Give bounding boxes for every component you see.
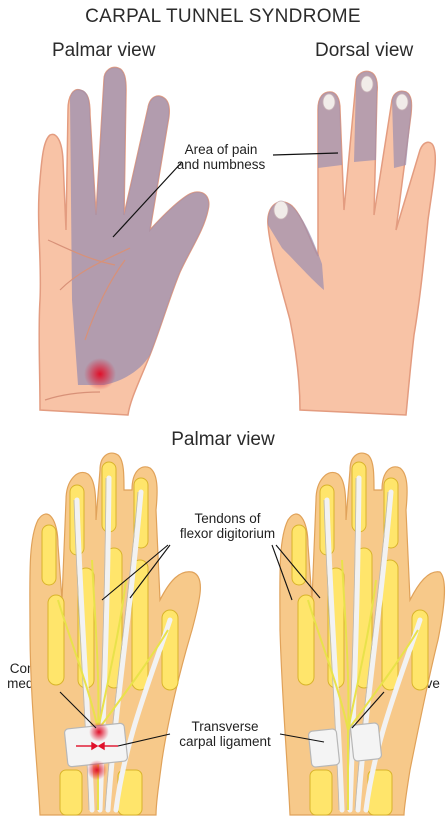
compression-spot-lower — [87, 760, 107, 780]
dorsal-hand — [268, 71, 436, 415]
numb-area-palm — [70, 68, 209, 386]
palmar-hand — [39, 68, 209, 416]
anatomy-released — [280, 453, 445, 815]
anatomy-compressed — [30, 453, 201, 815]
compression-spot-upper — [89, 722, 109, 742]
pain-spot — [84, 358, 116, 390]
